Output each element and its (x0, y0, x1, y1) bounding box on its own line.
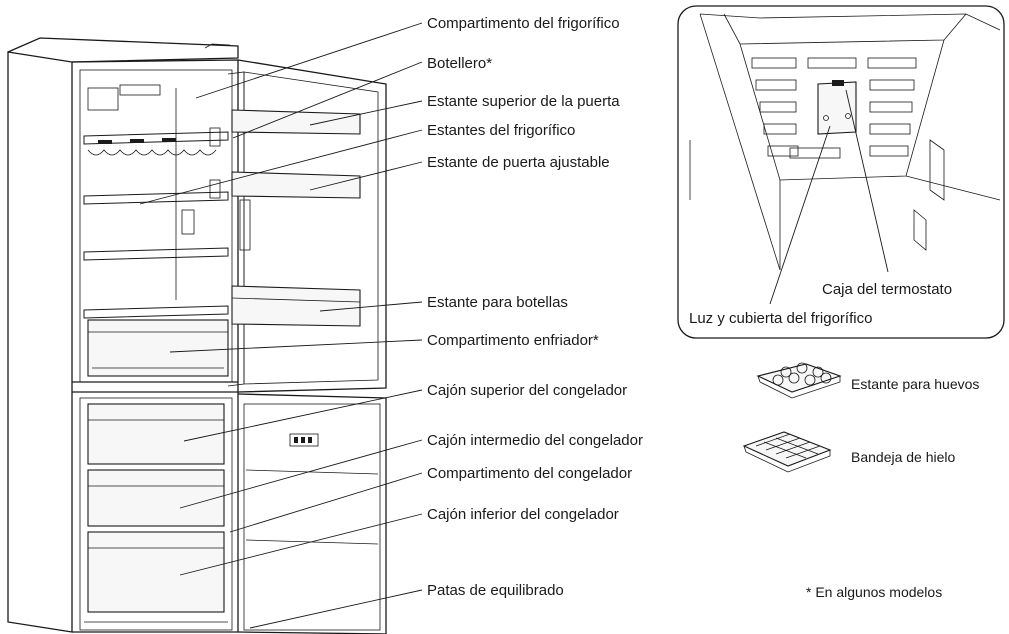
egg-tray (756, 362, 842, 399)
label-egg-tray: Estante para huevos (851, 376, 979, 392)
footnote: * En algunos modelos (806, 584, 942, 600)
label-adjustable-door-shelf: Estante de puerta ajustable (427, 154, 610, 171)
label-lower-freezer-drawer: Cajón inferior del congelador (427, 506, 619, 523)
label-ice-tray: Bandeja de hielo (851, 449, 956, 465)
vent-slots (751, 57, 917, 159)
fridge-interior (83, 84, 229, 377)
label-bottle-shelf: Estante para botellas (427, 294, 568, 311)
label-upper-door-shelf: Estante superior de la puerta (427, 93, 620, 110)
freezer-drawers (84, 403, 228, 623)
label-thermostat-box: Caja del termostato (822, 281, 952, 298)
inset-detail: Caja del termostato Luz y cubierta del f… (677, 5, 1005, 339)
label-middle-freezer-drawer: Cajón intermedio del congelador (427, 432, 643, 449)
part-labels: Compartimento del frigorífico Botellero*… (427, 15, 643, 599)
label-leveling-feet: Patas de equilibrado (427, 582, 564, 599)
label-fridge-shelves: Estantes del frigorífico (427, 122, 575, 139)
label-wine-rack: Botellero* (427, 55, 492, 72)
label-light-cover: Luz y cubierta del frigorífico (689, 310, 872, 327)
ice-tray (742, 431, 832, 473)
leader-lines (139, 22, 423, 629)
fridge-door (227, 59, 387, 393)
label-chiller-compartment: Compartimento enfriador* (427, 332, 599, 349)
label-freezer-compartment: Compartimento del congelador (427, 465, 632, 482)
freezer-door (237, 393, 387, 634)
inset-frame (677, 5, 1005, 339)
refrigerator-illustration (7, 37, 387, 634)
label-upper-freezer-drawer: Cajón superior del congelador (427, 382, 627, 399)
label-fridge-compartment: Compartimento del frigorífico (427, 15, 620, 32)
